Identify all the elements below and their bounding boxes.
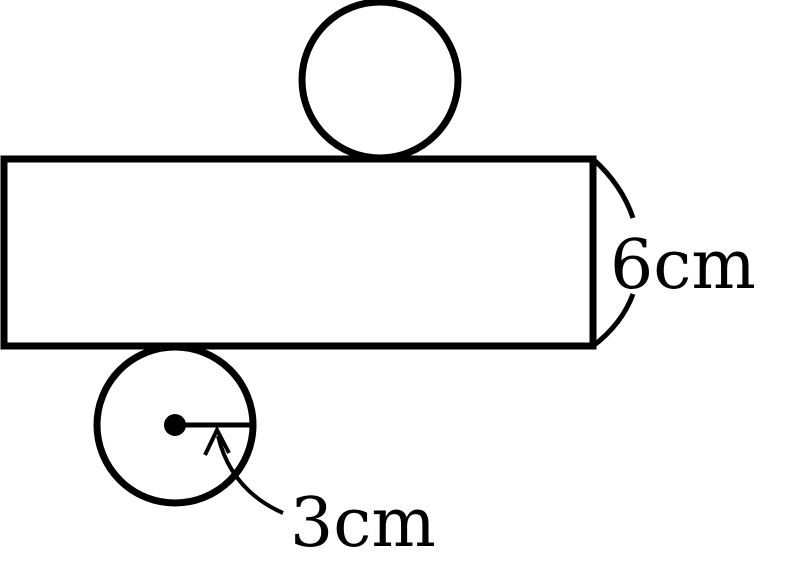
lateral-rectangle	[0, 155, 597, 350]
height-brace-bottom	[591, 293, 636, 348]
radius-pointer-arrowhead	[203, 425, 231, 456]
height-brace-top	[591, 157, 636, 219]
top-circle	[298, 0, 462, 162]
radius-pointer	[216, 435, 284, 515]
height-label: 6cm	[610, 226, 756, 305]
radius-label: 3cm	[290, 484, 436, 563]
